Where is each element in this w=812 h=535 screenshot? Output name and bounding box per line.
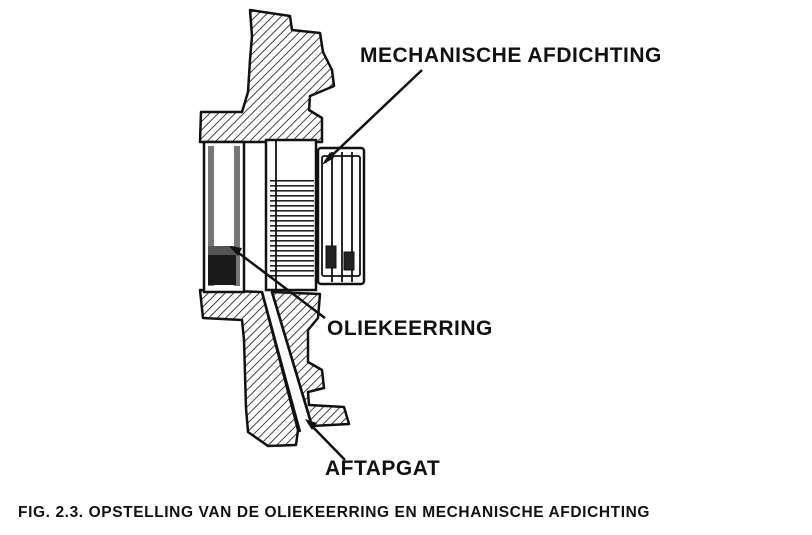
housing-lower-right (270, 290, 351, 428)
mechanical-seal-assembly (316, 146, 366, 286)
figure-caption: FIG. 2.3. OPSTELLING VAN DE OLIEKEERRING… (18, 504, 651, 521)
label-mechanical-seal: MECHANISCHE AFDICHTING (360, 44, 662, 67)
leader-oil-seal (231, 247, 326, 319)
leader-drain-hole (307, 421, 346, 461)
label-oil-seal: OLIEKEERRING (327, 317, 493, 340)
label-drain-hole: AFTAPGAT (325, 457, 441, 480)
housing-upper (198, 8, 336, 144)
leader-mechanical-seal (324, 69, 423, 163)
